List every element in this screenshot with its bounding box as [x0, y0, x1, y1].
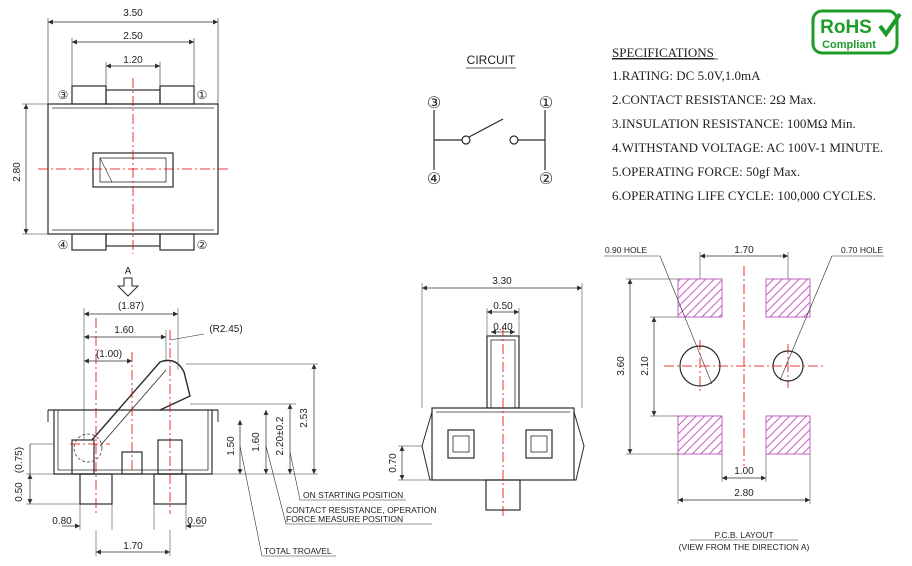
pin-4-label: ④: [58, 238, 69, 252]
specifications-block: SPECIFICATIONS 1.RATING: DC 5.0V,1.0mA 2…: [612, 45, 883, 203]
pcb-pad-bottom-left: [677, 415, 723, 455]
compliant-text: Compliant: [822, 39, 876, 51]
dim-0-60: 0.60: [187, 516, 207, 527]
dim-0-70: 0.70: [388, 453, 399, 473]
note-on-starting-position: ON STARTING POSITION: [303, 490, 403, 500]
pin-1-label: ①: [197, 88, 208, 102]
dim-1-00: (1.00): [96, 349, 122, 360]
pcb-dim-2-10: 2.10: [640, 356, 651, 376]
pin-2-label: ②: [197, 238, 208, 252]
dim-1-20: 1.20: [123, 55, 143, 66]
note-contact-resistance: CONTACT RESISTANCE, OPERATION: [286, 505, 437, 515]
circuit-pin-2: ②: [539, 171, 553, 188]
pcb-hole-large-label: 0.90 HOLE: [605, 245, 647, 255]
dim-2-53: 2.53: [299, 408, 310, 428]
pcb-pad-top-left: [677, 278, 723, 318]
rohs-compliant-badge: RoHS Compliant: [811, 9, 902, 55]
rohs-text: RoHS: [820, 17, 872, 38]
view-direction-label: A: [125, 266, 132, 277]
front-view-labels: 3.30 0.50 0.40 0.70: [388, 276, 513, 473]
pcb-pad-top-right: [765, 278, 811, 318]
side-view-labels: A (1.87) 1.60 (R2.45) (1.00) 2.20±0.2 2.…: [14, 266, 310, 552]
front-view: [398, 283, 585, 511]
dim-0-50-front: 0.50: [493, 301, 513, 312]
spec-item-2: 2.CONTACT RESISTANCE: 2Ω Max.: [612, 92, 816, 107]
pcb-dim-3-60: 3.60: [616, 356, 627, 376]
spec-item-3: 3.INSULATION RESISTANCE: 100MΩ Min.: [612, 116, 856, 131]
spec-item-6: 6.OPERATING LIFE CYCLE: 100,000 CYCLES.: [612, 188, 876, 203]
side-view-centerlines: [70, 318, 171, 514]
pcb-dim-2-80: 2.80: [734, 488, 754, 499]
dim-0-75: (0.75): [14, 447, 25, 473]
pcb-caption-title: P.C.B. LAYOUT: [714, 530, 773, 540]
note-total-travel: TOTAL TROAVEL: [264, 546, 332, 556]
dim-2-20: 2.20±0.2: [275, 416, 286, 455]
dim-1-87: (1.87): [118, 301, 144, 312]
spec-item-5: 5.OPERATING FORCE: 50gf Max.: [612, 164, 800, 179]
dim-1-50: 1.50: [226, 436, 237, 456]
switch-contact-right: [509, 135, 519, 145]
pcb-dim-1-70: 1.70: [734, 245, 754, 256]
dim-3-50: 3.50: [123, 8, 143, 19]
switch-lever: [468, 118, 504, 138]
note-force-measure: FORCE MEASURE POSITION: [286, 514, 403, 524]
pcb-labels: 0.90 HOLE 1.70 0.70 HOLE 3.60 2.10 1.00 …: [605, 245, 883, 552]
side-view-notes: ON STARTING POSITION CONTACT RESISTANCE,…: [264, 490, 437, 556]
dim-2-50: 2.50: [123, 31, 143, 42]
circuit-diagram: [433, 67, 546, 170]
dim-1-60-top: 1.60: [114, 325, 134, 336]
dim-r2-45: (R2.45): [209, 324, 242, 335]
check-icon: [878, 12, 902, 38]
circuit-pin-3: ③: [427, 95, 441, 112]
spec-item-1: 1.RATING: DC 5.0V,1.0mA: [612, 68, 761, 83]
pcb-caption-direction: (VIEW FROM THE DIRECTION A): [679, 542, 810, 552]
top-view-centerlines: [38, 78, 228, 254]
switch-contact-left: [461, 135, 471, 145]
view-direction-arrow-icon: [116, 277, 140, 297]
specifications-title: SPECIFICATIONS: [612, 45, 714, 60]
top-view: [22, 18, 219, 251]
pin-3-label: ③: [58, 88, 69, 102]
dim-0-80: 0.80: [52, 516, 72, 527]
dim-0-40: 0.40: [493, 322, 513, 333]
dim-2-80: 2.80: [12, 162, 23, 182]
circuit-pin-4: ④: [427, 171, 441, 188]
dim-1-60-side: 1.60: [251, 432, 262, 452]
circuit-pin-1: ①: [539, 95, 553, 112]
pcb-centerlines: [664, 266, 824, 466]
circuit-title: CIRCUIT: [467, 53, 516, 67]
dim-1-70-side: 1.70: [123, 541, 143, 552]
pcb-pad-bottom-right: [765, 415, 811, 455]
dim-3-30: 3.30: [492, 276, 512, 287]
pcb-hole-small-label: 0.70 HOLE: [841, 245, 883, 255]
top-view-labels: 3.50 2.50 1.20 2.80 ③ ① ④ ②: [12, 8, 207, 252]
dim-0-50: 0.50: [14, 482, 25, 502]
circuit-labels: CIRCUIT ③ ① ④ ②: [427, 53, 553, 188]
pcb-dim-1-00: 1.00: [734, 466, 754, 477]
spec-item-4: 4.WITHSTAND VOLTAGE: AC 100V-1 MINUTE.: [612, 140, 883, 155]
